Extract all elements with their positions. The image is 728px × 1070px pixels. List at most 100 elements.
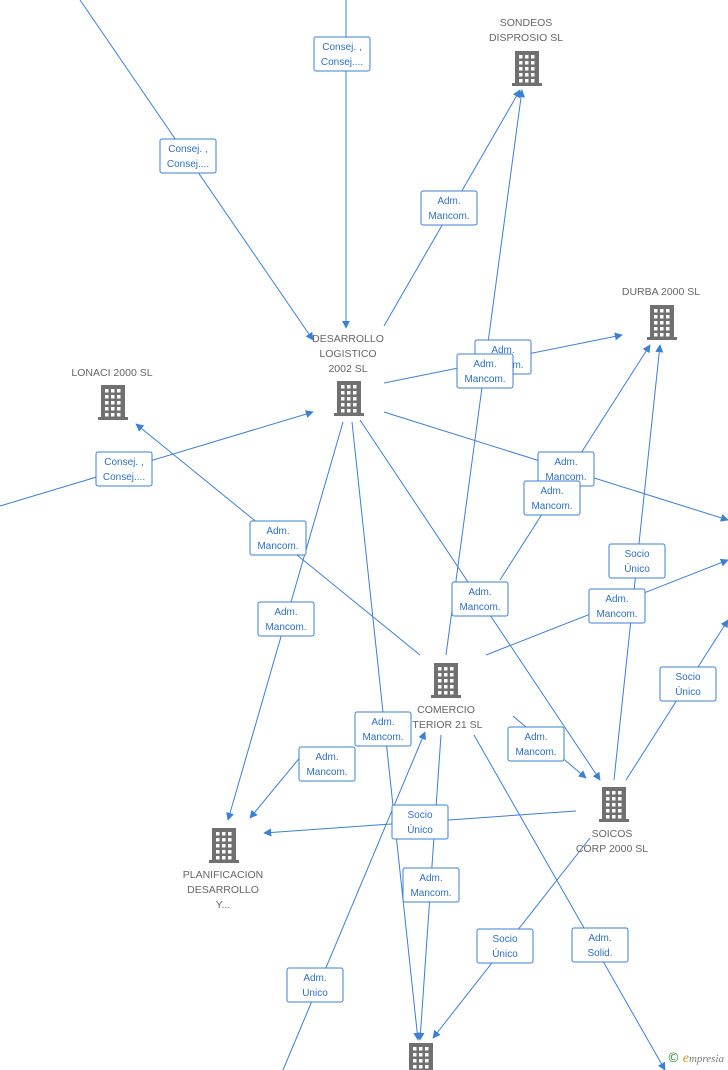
edge-label[interactable]: Adm.Mancom.	[456, 353, 514, 389]
edge-label[interactable]: Adm.Mancom.	[354, 711, 412, 747]
node-soicos[interactable]: SOICOS CORP 2000 SL	[576, 787, 648, 855]
empresia-logo: © empresia	[666, 1051, 724, 1066]
edge-label[interactable]: Adm. Mancom.	[523, 480, 581, 516]
edge-label-text: Mancom.	[531, 501, 572, 512]
edge-label-text: Mancom.	[265, 622, 306, 633]
edge-label[interactable]: Adm. Solid.	[571, 927, 629, 963]
edge-label[interactable]: Adm.Mancom.	[402, 867, 460, 903]
edge-label-box	[476, 928, 534, 964]
edge-label[interactable]: Adm.Unico	[286, 967, 344, 1003]
edge-label-text: Adm.	[266, 526, 289, 537]
edge-label-text: Adm.	[303, 973, 326, 984]
edge-label-box	[159, 138, 217, 174]
building-icon	[512, 51, 542, 86]
edge-label-text: Adm.	[554, 457, 577, 468]
edge-label-box	[588, 588, 646, 624]
edge-label[interactable]: Adm. Mancom.	[298, 746, 356, 782]
edge-label-box	[571, 927, 629, 963]
building-icon	[431, 663, 461, 698]
edge-label-box	[659, 666, 717, 702]
edge-label[interactable]: Adm. Mancom.	[249, 520, 307, 556]
edge-label-box	[402, 867, 460, 903]
edge-label-text: Adm.	[371, 717, 394, 728]
node-bottom[interactable]	[406, 1043, 436, 1070]
edge-label-box	[286, 967, 344, 1003]
node-label: DESARROLLO	[312, 333, 384, 345]
edge-label-text: Socio	[624, 549, 649, 560]
edge-label-text: Único	[675, 685, 701, 698]
edge-label-text: Adm.	[588, 933, 611, 944]
node-label: 2002 SL	[328, 363, 367, 375]
edge-label-text: Solid.	[587, 948, 612, 959]
edge-label-box	[257, 601, 315, 637]
node-label: Y...	[216, 899, 230, 911]
node-label: DISPROSIO SL	[489, 32, 563, 44]
node-label: ITERIOR 21 SL	[410, 719, 483, 731]
edge-label[interactable]: Adm.Mancom.	[451, 581, 509, 617]
node-label: LOGISTICO	[319, 348, 376, 360]
edge-label[interactable]: Consej. , Consej....	[159, 138, 217, 174]
edge-label-text: Único	[624, 562, 650, 575]
node-label: DESARROLLO	[187, 884, 259, 896]
edge-label-box	[420, 190, 478, 226]
node-label: PLANIFICACION	[183, 869, 264, 881]
node-durba[interactable]: DURBA 2000 SL	[622, 286, 700, 340]
building-icon	[599, 787, 629, 822]
edge-label-text: Socio	[675, 672, 700, 683]
edge-label-text: Mancom.	[515, 747, 556, 758]
node-label: DURBA 2000 SL	[622, 286, 700, 298]
building-icon	[647, 305, 677, 340]
edge-label[interactable]: Adm. Mancom.	[420, 190, 478, 226]
edge-label-text: Mancom.	[410, 888, 451, 899]
edge-label-text: Adm.	[315, 752, 338, 763]
node-desarrollo[interactable]: DESARROLLO LOGISTICO 2002 SL	[312, 333, 384, 416]
edge-label-text: Adm.	[473, 359, 496, 370]
edge-label-text: Consej....	[321, 57, 363, 68]
edge-label[interactable]: Consej. ,Consej....	[95, 451, 153, 487]
edge-label-text: Socio	[407, 810, 432, 821]
edge-15	[249, 754, 303, 819]
node-label: SOICOS	[592, 828, 633, 840]
edge-label-box	[313, 36, 371, 72]
edge-label[interactable]: Adm. Mancom.	[257, 601, 315, 637]
edge-label-box	[507, 726, 565, 762]
edge-label-text: Adm.	[524, 732, 547, 743]
edge-label-box	[354, 711, 412, 747]
edge-21	[282, 731, 426, 1070]
edge-label-box	[451, 581, 509, 617]
edge-label-text: Adm.	[274, 607, 297, 618]
building-icon	[334, 381, 364, 416]
edge-label-box	[249, 520, 307, 556]
edge-label[interactable]: Consej. ,Consej....	[313, 36, 371, 72]
node-label: CORP 2000 SL	[576, 843, 648, 855]
edge-label[interactable]: Adm.Mancom.	[537, 451, 595, 487]
edge-label-text: Adm.	[540, 486, 563, 497]
edge-label-text: Único	[492, 947, 518, 960]
building-icon	[209, 828, 239, 863]
edge-label-text: Adm.	[437, 196, 460, 207]
building-icon	[409, 1043, 433, 1070]
edge-label[interactable]: Adm.Mancom.	[588, 588, 646, 624]
edge-label[interactable]: Adm. Mancom.	[507, 726, 565, 762]
edge-label-text: Consej. ,	[168, 144, 207, 155]
edge-labels-layer: Consej. ,Consej....Consej. ,Consej....Ad…	[95, 36, 717, 1003]
edge-label-text: Único	[407, 823, 433, 836]
node-lonaci[interactable]: LONACI 2000 SL	[71, 367, 153, 420]
edge-label-text: Mancom.	[257, 541, 298, 552]
edge-label-text: Mancom.	[459, 602, 500, 613]
edge-label-box	[95, 451, 153, 487]
edge-label-box	[298, 746, 356, 782]
node-planificacion[interactable]: PLANIFICACION DESARROLLO Y...	[183, 828, 264, 911]
edge-label-text: Mancom.	[428, 211, 469, 222]
edge-label-text: Mancom.	[306, 767, 347, 778]
edge-label-text: Consej....	[167, 159, 209, 170]
building-icon	[98, 385, 128, 420]
